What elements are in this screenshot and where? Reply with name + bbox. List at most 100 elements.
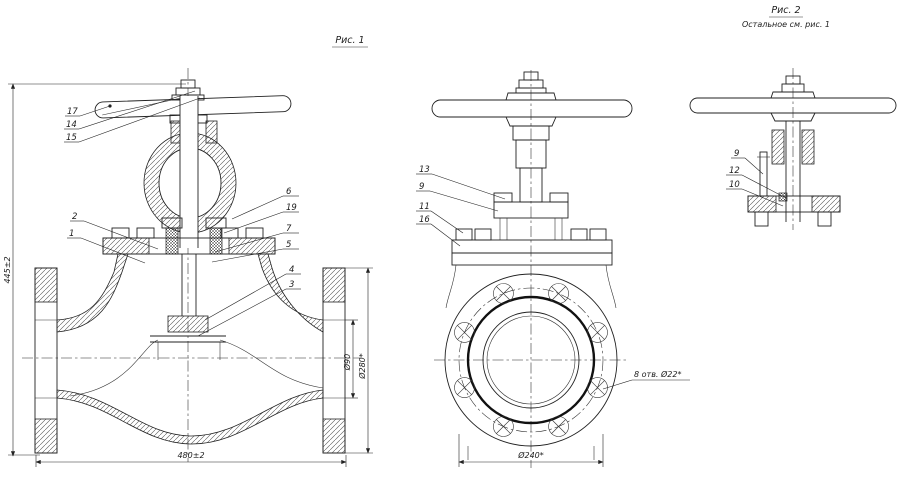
dim-bolt-circle-text: Ø240* (517, 450, 544, 460)
svg-text:16: 16 (419, 215, 430, 225)
bolt-head (474, 228, 492, 241)
packing-left (165, 227, 179, 255)
hub-bottom (770, 112, 816, 122)
handwheel-spoke (102, 97, 180, 116)
dim-flange-od: Ø280* (345, 267, 373, 454)
packing-right (209, 227, 223, 255)
flange-outer-circle (444, 273, 618, 447)
fig2-title: Рис. 2 (771, 5, 800, 16)
leader-dot (108, 104, 112, 108)
bolt-head (493, 192, 513, 203)
callout-16: 16 (416, 215, 461, 247)
callout-5: 5 (211, 240, 299, 263)
valve-stem (785, 121, 801, 222)
disc-and-seat (150, 254, 226, 360)
dim-bore-text: Ø90 (342, 354, 352, 371)
dim-height: 445±2 (3, 83, 186, 457)
handwheel (431, 92, 633, 127)
fig1-title: Рис. 1 (335, 35, 364, 46)
bolt-head (570, 228, 588, 241)
fig2-title-block: Рис. 2 Остальное см. рис. 1 (742, 5, 830, 29)
svg-text:4: 4 (289, 265, 294, 275)
body-shoulder-right (605, 264, 617, 309)
bolt-head (136, 227, 155, 239)
dim-height-text: 445±2 (3, 256, 12, 283)
bolt-hole (587, 322, 608, 343)
bonnet-flange (451, 228, 613, 266)
gland-stud (757, 151, 770, 197)
bolt-hole (548, 283, 569, 304)
svg-text:9: 9 (734, 149, 739, 159)
bore-inner-circle (486, 315, 576, 405)
fig2-partial-view: 9 12 10 (689, 68, 897, 230)
bolt-hole (587, 377, 608, 398)
valve-body (56, 253, 324, 445)
dim-bore: Ø90 (342, 319, 358, 399)
valve-disc (167, 315, 209, 333)
svg-text:12: 12 (729, 166, 740, 176)
holes-note-text: 8 отв. Ø22* (634, 369, 681, 379)
bolt-head (220, 227, 239, 239)
callout-17: 17 (65, 104, 112, 117)
svg-text:11: 11 (419, 202, 430, 212)
svg-text:10: 10 (729, 180, 740, 190)
flange-face (444, 273, 618, 447)
callout-14: 14 (64, 90, 196, 130)
dim-flange-od-text: Ø280* (357, 353, 367, 380)
handwheel-rim (689, 97, 897, 114)
callout-13: 13 (416, 165, 506, 200)
svg-text:5: 5 (286, 240, 291, 250)
bolt-hole (454, 377, 475, 398)
callout-3: 3 (197, 280, 301, 337)
bolt-head (549, 192, 569, 203)
seat-partition-right (219, 339, 324, 389)
fig2-note: Остальное см. рис. 1 (742, 20, 830, 29)
dim-bolt-circle: Ø240* (458, 434, 604, 467)
bore-circle (482, 311, 580, 409)
callout-6: 6 (231, 187, 299, 220)
bolt-circle (458, 287, 604, 433)
packing-detail (778, 192, 788, 202)
stem-nut (781, 75, 805, 93)
callout-7: 7 (214, 224, 299, 253)
inlet-flange (34, 267, 58, 454)
callout-10: 10 (726, 180, 784, 207)
callout-12: 12 (726, 166, 787, 199)
callout-11: 11 (416, 202, 464, 234)
callout-15: 15 (64, 97, 201, 143)
bolt-holes (454, 283, 608, 437)
svg-text:1: 1 (69, 229, 74, 239)
callout-9: 9 (731, 149, 764, 175)
bolt-nut (754, 211, 769, 227)
bolt-nut (817, 211, 832, 227)
bolt-hole (493, 416, 514, 437)
svg-text:14: 14 (66, 120, 77, 130)
bolt-head (111, 227, 130, 239)
svg-text:2: 2 (72, 212, 77, 222)
valve-stem (179, 96, 199, 248)
bottom-flange (747, 192, 841, 227)
callout-19: 19 (223, 203, 299, 234)
bolt-head (455, 228, 473, 241)
bolt-hole (493, 283, 514, 304)
bolt-hole (454, 322, 475, 343)
callout-4: 4 (204, 265, 301, 321)
stuffing-box (771, 129, 815, 165)
outlet-flange (322, 267, 346, 454)
svg-text:19: 19 (286, 203, 297, 213)
stem-nut (515, 71, 547, 94)
bolt-head (589, 228, 607, 241)
stuffing-box (161, 217, 227, 255)
handwheel-rim (431, 99, 633, 118)
callout-9: 9 (416, 182, 499, 212)
svg-text:17: 17 (67, 107, 78, 117)
svg-text:6: 6 (286, 187, 292, 197)
dim-length-text: 480±2 (177, 451, 204, 460)
dim-length: 480±2 (35, 451, 347, 467)
callout-2: 2 (70, 212, 159, 250)
section-view: 17 14 15 2 1 6 (3, 68, 373, 467)
fig1-title-block: Рис. 1 (332, 35, 368, 48)
svg-text:3: 3 (289, 280, 294, 290)
holes-note: 8 отв. Ø22* (602, 369, 690, 390)
